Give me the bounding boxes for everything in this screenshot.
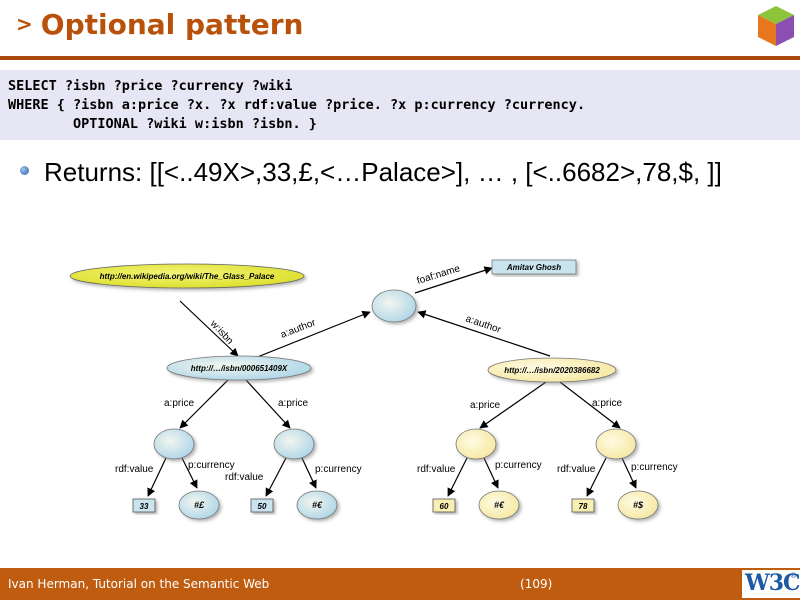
w3c-logo: W3C ® xyxy=(742,570,800,598)
code-line: SELECT ?isbn ?price ?currency ?wiki xyxy=(8,78,293,94)
currency-node-4 xyxy=(617,490,659,520)
currency-label-2: #€ xyxy=(312,500,323,510)
edge-foafname xyxy=(414,266,493,294)
author-name-box xyxy=(491,259,577,275)
edge-label-rdfvalue-4: rdf:value xyxy=(557,464,596,475)
title-divider xyxy=(0,56,800,60)
currency-node-1 xyxy=(178,490,220,520)
edge-price-2 xyxy=(245,379,291,429)
footer-author: Ivan Herman, Tutorial on the Semantic We… xyxy=(8,577,270,591)
edge-rdfvalue-3 xyxy=(447,457,468,497)
edge-label-author-1: a:author xyxy=(279,317,318,341)
price-node-4 xyxy=(595,428,637,460)
isbn-node-1 xyxy=(166,355,312,381)
rdf-graph-diagram: http://en.wikipedia.org/wiki/The_Glass_P… xyxy=(69,259,678,520)
w3c-logo-text: W3C xyxy=(745,570,800,596)
bullet-text: Returns: [[<..49X>,33,£,<…Palace>], … , … xyxy=(44,157,722,187)
edge-currency-3 xyxy=(483,457,499,489)
edge-author-1 xyxy=(249,310,371,361)
slide-title: > Optional pattern xyxy=(16,8,303,41)
edge-price-1 xyxy=(179,379,229,429)
value-label-4: 78 xyxy=(579,502,588,511)
footer-bar: Ivan Herman, Tutorial on the Semantic We… xyxy=(0,568,800,600)
edge-label-rdfvalue-1: rdf:value xyxy=(115,464,154,475)
currency-node-3 xyxy=(478,490,520,520)
value-box-4 xyxy=(571,498,595,513)
edge-label-wisbn: w:isbn xyxy=(207,318,235,347)
edge-price-4 xyxy=(559,381,621,429)
edge-label-author-2: a:author xyxy=(464,313,503,336)
isbn-node-1-label: http://…/isbn/000651409X xyxy=(191,364,288,373)
edge-label-price-3: a:price xyxy=(470,400,500,411)
edge-label-rdfvalue-2: rdf:value xyxy=(225,472,264,483)
page-number: (109) xyxy=(520,577,553,591)
edge-label-foafname: foaf:name xyxy=(416,263,462,287)
author-node xyxy=(371,289,417,323)
edge-rdfvalue-1 xyxy=(147,457,167,497)
bullet-icon xyxy=(20,166,29,175)
isbn-node-2-label: http://…/isbn/2020386682 xyxy=(504,366,600,375)
edge-label-price-4: a:price xyxy=(592,398,622,409)
edge-label-currency-3: p:currency xyxy=(495,460,542,471)
value-label-2: 50 xyxy=(258,502,267,511)
edge-rdfvalue-2 xyxy=(265,457,287,497)
w3c-registered-mark: ® xyxy=(790,572,797,580)
currency-node-2 xyxy=(296,490,338,520)
edge-author-2 xyxy=(417,310,551,357)
currency-label-3: #€ xyxy=(494,500,505,510)
edge-label-currency-2: p:currency xyxy=(315,464,362,475)
wiki-node xyxy=(69,263,305,289)
edge-currency-1 xyxy=(181,457,198,489)
edge-label-price-1: a:price xyxy=(164,398,194,409)
code-line: OPTIONAL ?wiki w:isbn ?isbn. } xyxy=(8,116,317,132)
price-node-1 xyxy=(153,428,195,460)
edge-label-currency-4: p:currency xyxy=(631,462,678,473)
edge-currency-4 xyxy=(621,457,637,489)
code-line: WHERE { ?isbn a:price ?x. ?x rdf:value ?… xyxy=(8,97,586,113)
title-marker: > xyxy=(16,12,33,36)
cube-logo-icon xyxy=(758,6,794,46)
value-label-3: 60 xyxy=(440,502,449,511)
edge-label-rdfvalue-3: rdf:value xyxy=(417,464,456,475)
value-label-1: 33 xyxy=(140,502,149,511)
price-node-3 xyxy=(455,428,497,460)
value-box-1 xyxy=(132,498,156,513)
value-box-2 xyxy=(250,498,274,513)
currency-label-4: #$ xyxy=(633,500,644,510)
edge-label-currency-1: p:currency xyxy=(188,460,235,471)
edge-label-price-2: a:price xyxy=(278,398,308,409)
edge-price-3 xyxy=(479,381,547,429)
isbn-node-2 xyxy=(487,357,617,383)
edge-wisbn xyxy=(179,300,239,357)
edge-rdfvalue-4 xyxy=(586,457,607,497)
currency-label-1: #£ xyxy=(194,500,205,510)
price-node-2 xyxy=(273,428,315,460)
value-box-3 xyxy=(432,498,456,513)
wiki-node-label: http://en.wikipedia.org/wiki/The_Glass_P… xyxy=(100,272,275,281)
author-name-label: Amitav Ghosh xyxy=(506,263,561,272)
edge-currency-2 xyxy=(301,457,317,489)
slide-title-text: Optional pattern xyxy=(40,8,304,41)
